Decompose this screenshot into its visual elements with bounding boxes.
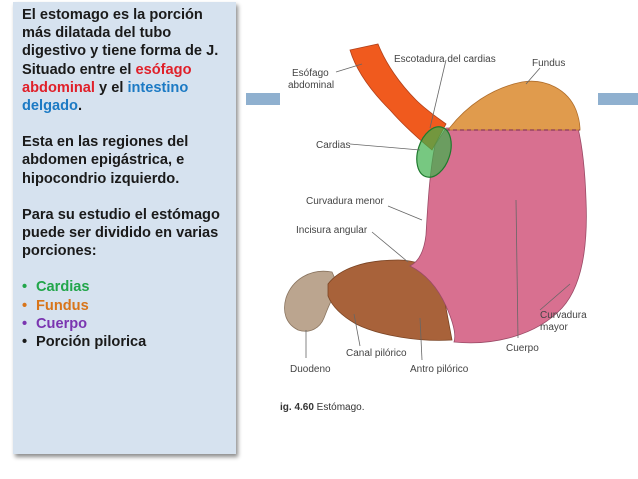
- label-antro: Antro pilórico: [410, 364, 469, 375]
- label-esofago-2: abdominal: [288, 80, 334, 91]
- portion-cuerpo: Cuerpo: [22, 315, 234, 333]
- caption-text: Estómago.: [314, 402, 365, 413]
- label-curv-mayor-2: mayor: [540, 322, 568, 333]
- stomach-body: [409, 127, 587, 344]
- leader-incisura: [371, 231, 409, 263]
- regions-paragraph: Esta en las regiones del abdomen epigást…: [22, 134, 189, 187]
- label-curv-mayor-1: Curvadura: [540, 310, 587, 321]
- portion-cardias: Cardias: [22, 278, 234, 296]
- text-panel: El estomago es la porción más dilatada d…: [13, 2, 236, 454]
- label-incisura: Incisura angular: [296, 225, 368, 236]
- label-curv-menor: Curvadura menor: [306, 196, 384, 207]
- label-cardias: Cardias: [316, 140, 350, 151]
- leader-cuerpo: [515, 199, 519, 339]
- esofago-abdominal-text: esófago abdominal: [22, 61, 192, 96]
- decorative-bar-right: [598, 93, 638, 105]
- fundus: [447, 80, 581, 131]
- leader-esofago: [335, 63, 363, 73]
- leader-escotadura: [429, 59, 447, 129]
- label-duodeno: Duodeno: [290, 364, 331, 375]
- label-cuerpo: Cuerpo: [506, 343, 539, 354]
- intro-mid: y el: [94, 79, 128, 96]
- figure-caption: ig. 4.60 Estómago.: [280, 402, 365, 413]
- intro-pre: Situado entre el: [22, 61, 136, 78]
- pyloric-region: [327, 259, 453, 341]
- leader-cardias: [349, 143, 421, 151]
- portion-fundus: Fundus: [22, 297, 234, 315]
- leader-curv-menor: [387, 205, 423, 221]
- label-esofago-1: Esófago: [292, 68, 329, 79]
- leader-fundus: [525, 67, 541, 85]
- leader-antro: [419, 317, 423, 361]
- portion-pilorica: Porción pilorica: [22, 333, 234, 351]
- leader-canal: [353, 313, 361, 347]
- label-canal: Canal pilórico: [346, 348, 407, 359]
- intro-line: El estomago es la porción más dilatada d…: [22, 7, 219, 60]
- leader-curv-mayor: [539, 283, 571, 311]
- text-content: El estomago es la porción más dilatada d…: [22, 6, 234, 351]
- esophagus: [349, 43, 447, 151]
- cardias-region: [416, 126, 452, 178]
- caption-number: ig. 4.60: [280, 402, 314, 413]
- intro-end: .: [77, 98, 83, 115]
- stomach-diagram: Esófago abdominal Escotadura del cardias…: [280, 43, 587, 413]
- duodenum: [284, 270, 341, 332]
- intestino-delgado-text: intestino delgado: [22, 79, 189, 115]
- label-escotadura: Escotadura del cardias: [394, 54, 496, 65]
- portions-list: Cardias Fundus Cuerpo Porción pilorica: [22, 278, 234, 351]
- division-paragraph: Para su estudio el estómago puede ser di…: [22, 206, 220, 260]
- label-fundus: Fundus: [532, 58, 565, 69]
- decorative-bar-left: [246, 93, 280, 105]
